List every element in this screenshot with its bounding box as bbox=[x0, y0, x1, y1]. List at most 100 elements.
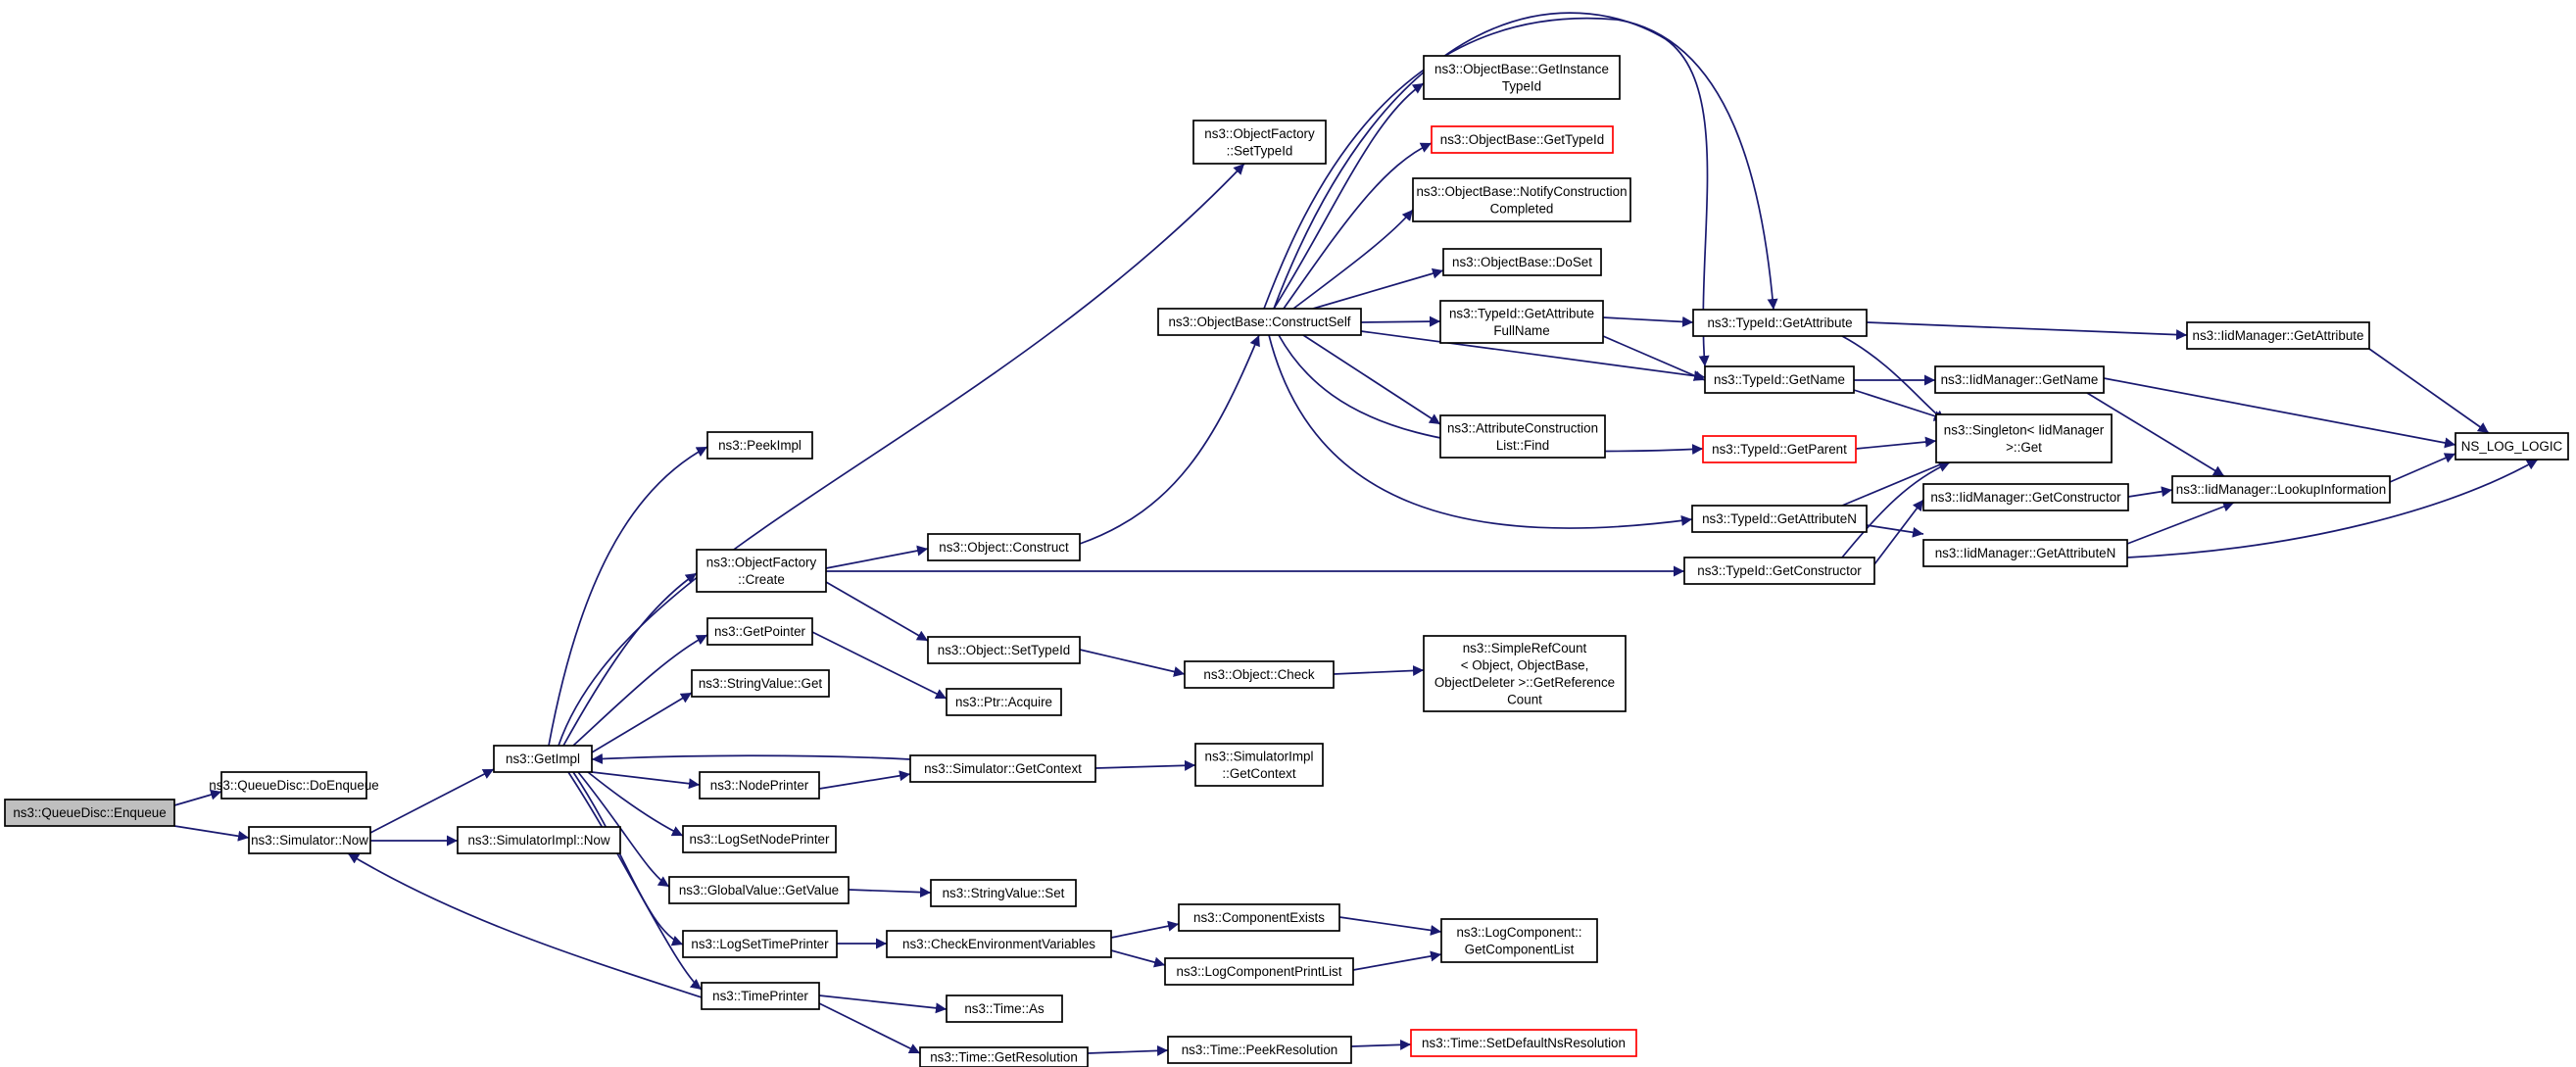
node-peekimpl[interactable]: ns3::PeekImpl bbox=[706, 431, 813, 460]
node-obdoset[interactable]: ns3::ObjectBase::DoSet bbox=[1442, 248, 1602, 276]
node-label: ns3::Simulator::GetContext bbox=[924, 761, 1082, 776]
node-enqueue[interactable]: ns3::QueueDisc::Enqueue bbox=[4, 799, 175, 827]
node-timepeekres[interactable]: ns3::Time::PeekResolution bbox=[1167, 1036, 1352, 1064]
node-label: ns3::Object::Check bbox=[1203, 667, 1314, 682]
node-iidgetname[interactable]: ns3::IidManager::GetName bbox=[1934, 365, 2105, 394]
node-tidgetattrn[interactable]: ns3::TypeId::GetAttributeN bbox=[1691, 505, 1868, 533]
node-iidgetattr[interactable]: ns3::IidManager::GetAttribute bbox=[2186, 321, 2370, 350]
node-box bbox=[1704, 365, 1855, 394]
node-box bbox=[1412, 177, 1631, 222]
node-box bbox=[919, 1046, 1089, 1067]
node-ptracquire[interactable]: ns3::Ptr::Acquire bbox=[946, 688, 1062, 716]
node-box bbox=[682, 930, 838, 958]
node-logsettime[interactable]: ns3::LogSetTimePrinter bbox=[682, 930, 838, 958]
node-strset[interactable]: ns3::StringValue::Set bbox=[930, 879, 1077, 907]
node-label: ns3::QueueDisc::Enqueue bbox=[13, 805, 166, 820]
node-iidgetconstr[interactable]: ns3::IidManager::GetConstructor bbox=[1922, 483, 2129, 511]
node-tidgetattr[interactable]: ns3::TypeId::GetAttribute bbox=[1692, 309, 1868, 337]
edge-timeprinter-to-simnow bbox=[347, 852, 703, 998]
node-objconstruct[interactable]: ns3::Object::Construct bbox=[927, 533, 1081, 561]
node-label: ObjectDeleter >::GetReference bbox=[1434, 675, 1615, 690]
node-box bbox=[1691, 505, 1868, 533]
edge-timeprinter-to-timeas bbox=[818, 994, 948, 1014]
node-logsetnode[interactable]: ns3::LogSetNodePrinter bbox=[682, 825, 837, 853]
node-box bbox=[699, 771, 820, 800]
node-simgetctx[interactable]: ns3::Simulator::GetContext bbox=[909, 754, 1096, 783]
node-simplerefcount[interactable]: ns3::SimpleRefCount< Object, ObjectBase,… bbox=[1423, 635, 1627, 712]
node-logcompget[interactable]: ns3::LogComponent::GetComponentList bbox=[1440, 918, 1598, 963]
node-tidgetname[interactable]: ns3::TypeId::GetName bbox=[1704, 365, 1855, 394]
node-label: ns3::AttributeConstruction bbox=[1447, 420, 1598, 435]
node-simnow[interactable]: ns3::Simulator::Now bbox=[248, 826, 371, 854]
node-label: ns3::ObjectBase::GetTypeId bbox=[1440, 132, 1604, 147]
edge-iidgetattrn-to-nslog bbox=[2126, 459, 2539, 558]
node-objsettypeid[interactable]: ns3::Object::SetTypeId bbox=[927, 636, 1081, 664]
node-timeprinter[interactable]: ns3::TimePrinter bbox=[701, 982, 820, 1010]
node-getpointer[interactable]: ns3::GetPointer bbox=[706, 617, 813, 646]
edge-obconstructself-to-tidgetparent bbox=[1278, 334, 1704, 456]
node-obconstructself[interactable]: ns3::ObjectBase::ConstructSelf bbox=[1157, 308, 1362, 336]
node-label: ns3::ObjectFactory bbox=[706, 555, 817, 569]
node-timegetres[interactable]: ns3::Time::GetResolution bbox=[919, 1046, 1089, 1067]
node-box bbox=[1423, 635, 1627, 712]
node-label: NS_LOG_LOGIC bbox=[2461, 439, 2563, 454]
node-doenqueue[interactable]: ns3::QueueDisc::DoEnqueue bbox=[209, 771, 379, 800]
node-simimplgetctx[interactable]: ns3::SimulatorImpl::GetContext bbox=[1194, 743, 1324, 787]
edge-tidgetparent-to-singleton bbox=[1855, 436, 1937, 450]
edge-getimpl-to-nodeprinter bbox=[591, 771, 701, 790]
node-label: ns3::TypeId::GetAttribute bbox=[1449, 306, 1594, 320]
node-box bbox=[1178, 903, 1340, 932]
edge-tidgetattrfull-to-tidgetname bbox=[1602, 335, 1706, 381]
node-label: ns3::ObjectBase::DoSet bbox=[1452, 255, 1592, 269]
node-box bbox=[696, 549, 827, 593]
node-simimplnow[interactable]: ns3::SimulatorImpl::Now bbox=[457, 826, 621, 854]
edge-objconstruct-to-obconstructself bbox=[1079, 334, 1260, 545]
node-box bbox=[1164, 957, 1354, 986]
node-iidgetattrn[interactable]: ns3::IidManager::GetAttributeN bbox=[1922, 539, 2128, 567]
node-box bbox=[1440, 918, 1598, 963]
edge-getimpl-to-logsettime bbox=[572, 771, 684, 946]
node-timeas[interactable]: ns3::Time::As bbox=[946, 994, 1063, 1023]
edge-obconstructself-to-tidgetattrfull bbox=[1360, 315, 1441, 327]
edge-iidgetattrn-to-iidlookup bbox=[2126, 501, 2235, 545]
node-label: ns3::TypeId::GetAttributeN bbox=[1702, 511, 1857, 526]
node-logcompprint[interactable]: ns3::LogComponentPrintList bbox=[1164, 957, 1354, 986]
node-strget[interactable]: ns3::StringValue::Get bbox=[691, 669, 830, 698]
node-gvgetvalue[interactable]: ns3::GlobalValue::GetValue bbox=[668, 876, 850, 904]
node-box bbox=[1194, 743, 1324, 787]
edge-enqueue-to-simnow bbox=[173, 825, 250, 842]
node-compexists[interactable]: ns3::ComponentExists bbox=[1178, 903, 1340, 932]
node-box bbox=[2186, 321, 2370, 350]
node-label: List::Find bbox=[1496, 438, 1549, 453]
node-checkenv[interactable]: ns3::CheckEnvironmentVariables bbox=[886, 930, 1112, 958]
node-ofcreate[interactable]: ns3::ObjectFactory::Create bbox=[696, 549, 827, 593]
node-obgettypeid[interactable]: ns3::ObjectBase::GetTypeId bbox=[1431, 125, 1614, 154]
node-label: ns3::IidManager::GetAttribute bbox=[2193, 328, 2364, 343]
node-label: Count bbox=[1507, 692, 1542, 706]
node-obnotify[interactable]: ns3::ObjectBase::NotifyConstructionCompl… bbox=[1412, 177, 1631, 222]
node-ofsettypeid[interactable]: ns3::ObjectFactory::SetTypeId bbox=[1192, 120, 1327, 165]
node-box bbox=[1410, 1029, 1637, 1057]
node-tidgetparent[interactable]: ns3::TypeId::GetParent bbox=[1702, 435, 1857, 463]
edge-iidgetname-to-iidlookup bbox=[2086, 392, 2225, 477]
node-label: ns3::Singleton< IidManager bbox=[1944, 422, 2105, 437]
node-nodeprinter[interactable]: ns3::NodePrinter bbox=[699, 771, 820, 800]
edge-obconstructself-to-tidgetattrn bbox=[1268, 334, 1693, 529]
node-label: ns3::ObjectFactory bbox=[1204, 126, 1315, 141]
node-iidlookup[interactable]: ns3::IidManager::LookupInformation bbox=[2171, 475, 2391, 504]
node-label: ns3::TypeId::GetName bbox=[1714, 372, 1845, 387]
node-label: ns3::GetImpl bbox=[506, 752, 580, 766]
node-tidgetconstr[interactable]: ns3::TypeId::GetConstructor bbox=[1683, 557, 1875, 585]
node-label: ns3::PeekImpl bbox=[718, 438, 802, 453]
node-box bbox=[909, 754, 1096, 783]
node-nslog[interactable]: NS_LOG_LOGIC bbox=[2454, 432, 2569, 461]
node-label: FullName bbox=[1493, 323, 1549, 338]
node-getimpl[interactable]: ns3::GetImpl bbox=[493, 745, 593, 773]
node-timesetdef[interactable]: ns3::Time::SetDefaultNsResolution bbox=[1410, 1029, 1637, 1057]
node-label: ns3::IidManager::LookupInformation bbox=[2176, 482, 2386, 497]
node-singleton[interactable]: ns3::Singleton< IidManager>::Get bbox=[1935, 413, 2113, 463]
node-objcheck[interactable]: ns3::Object::Check bbox=[1184, 660, 1335, 689]
